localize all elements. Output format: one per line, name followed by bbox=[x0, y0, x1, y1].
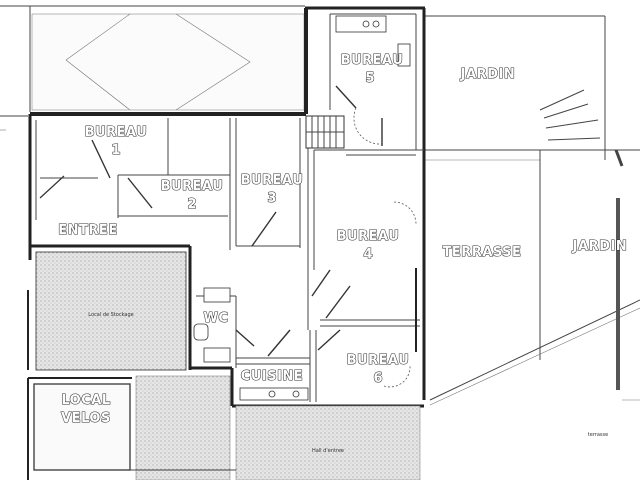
label-bureau-5-num: 5 bbox=[365, 71, 374, 86]
label-bureau-6: BUREAU bbox=[347, 353, 410, 368]
svg-text:Hall d'entree: Hall d'entree bbox=[312, 448, 344, 454]
room-labels: BUREAU 1 BUREAU 2 BUREAU 3 BUREAU 4 BURE… bbox=[58, 52, 628, 426]
label-bureau-3: BUREAU bbox=[241, 173, 304, 188]
doors bbox=[39, 85, 417, 388]
garden-steps bbox=[539, 89, 601, 141]
label-bureau-1: BUREAU bbox=[85, 125, 148, 140]
label-wc: WC bbox=[204, 311, 229, 326]
label-bureau-2-num: 2 bbox=[187, 197, 196, 212]
stairs bbox=[305, 115, 345, 149]
local-room: Local de Stockage bbox=[27, 251, 187, 371]
terrasse-area: terrasse bbox=[429, 149, 640, 438]
label-bureau-2: BUREAU bbox=[161, 179, 224, 194]
courtyard-top-left bbox=[31, 13, 305, 111]
svg-text:terrasse: terrasse bbox=[588, 432, 608, 438]
local-velos-room bbox=[27, 377, 132, 480]
label-terrasse: TERRASSE bbox=[443, 245, 522, 260]
label-bureau-5: BUREAU bbox=[341, 53, 404, 68]
label-bureau-4: BUREAU bbox=[337, 229, 400, 244]
label-jardin-right: JARDIN bbox=[572, 239, 627, 254]
label-bureau-1-num: 1 bbox=[111, 143, 120, 158]
label-local-velos-line2: VELOS bbox=[61, 411, 111, 426]
label-jardin-top: JARDIN bbox=[460, 67, 515, 82]
outer-boundaries bbox=[0, 5, 640, 161]
label-bureau-6-num: 6 bbox=[373, 371, 382, 386]
label-local-velos-line1: LOCAL bbox=[61, 393, 110, 408]
fixtures bbox=[193, 15, 411, 401]
label-cuisine: CUISINE bbox=[241, 369, 303, 384]
label-entree: ENTREE bbox=[58, 223, 117, 238]
label-bureau-4-num: 4 bbox=[363, 247, 372, 262]
parking-area: Hall d'entree bbox=[130, 375, 421, 480]
svg-text:Local de Stockage: Local de Stockage bbox=[88, 312, 133, 318]
label-bureau-3-num: 3 bbox=[267, 191, 276, 206]
